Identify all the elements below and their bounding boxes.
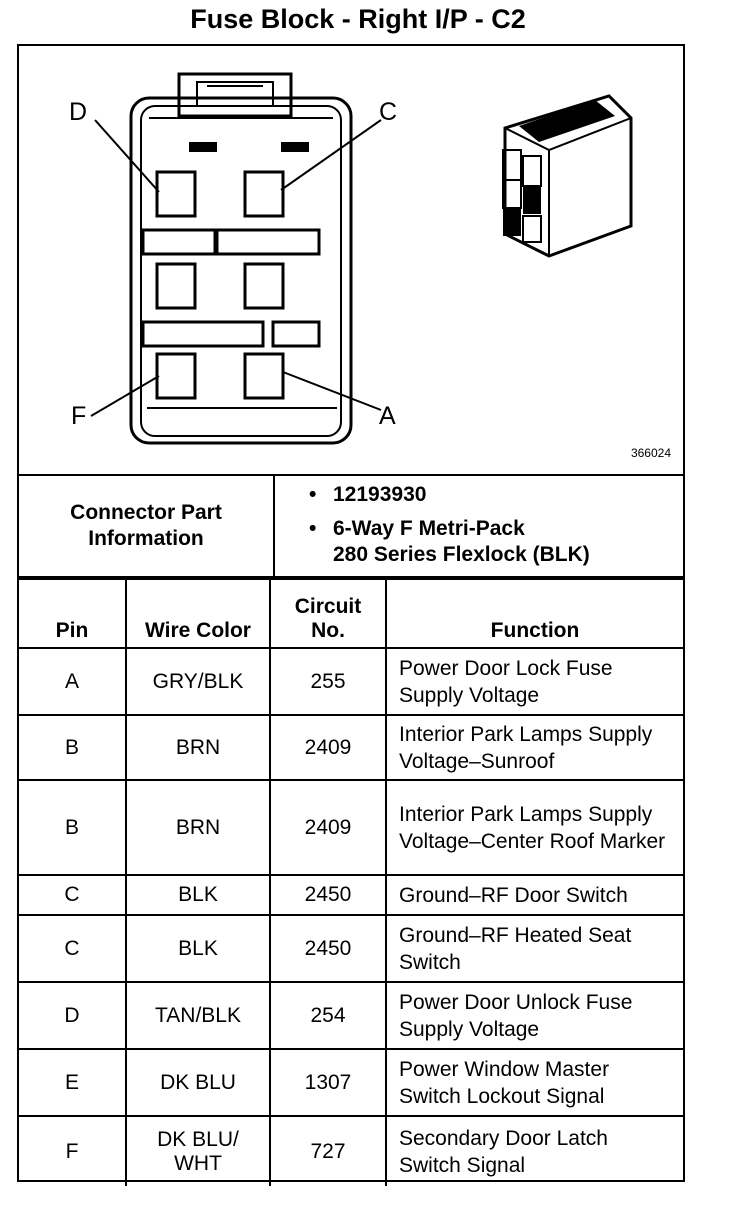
cell-wire-color: TAN/BLK bbox=[125, 981, 271, 1050]
cell-function: Interior Park Lamps Supply Voltage–Sunro… bbox=[385, 714, 683, 781]
cell-circuit: 254 bbox=[269, 981, 387, 1050]
table-row: F DK BLU/ WHT 727 Secondary Door Latch S… bbox=[19, 1115, 683, 1186]
header-function: Function bbox=[385, 578, 683, 649]
cell-circuit: 1307 bbox=[269, 1048, 387, 1117]
info-label: Connector Part Information bbox=[19, 476, 275, 576]
cell-function: Secondary Door Latch Switch Signal bbox=[385, 1115, 683, 1186]
page-title: Fuse Block - Right I/P - C2 bbox=[190, 4, 526, 34]
connector-face-drawing bbox=[90, 72, 633, 445]
cell-pin: B bbox=[19, 714, 127, 781]
cell-function: Power Door Lock Fuse Supply Voltage bbox=[385, 647, 683, 716]
table-row: B BRN 2409 Interior Park Lamps Supply Vo… bbox=[19, 779, 683, 876]
cell-pin: E bbox=[19, 1048, 127, 1117]
cell-wire-color: GRY/BLK bbox=[125, 647, 271, 716]
cell-pin: B bbox=[19, 779, 127, 876]
info-item: • 6-Way F Metri-Pack 280 Series Flexlock… bbox=[309, 516, 590, 568]
cell-wire-color: BRN bbox=[125, 779, 271, 876]
table-row: C BLK 2450 Ground–RF Door Switch bbox=[19, 874, 683, 916]
cell-pin: F bbox=[19, 1115, 127, 1186]
cell-function: Power Door Unlock Fuse Supply Voltage bbox=[385, 981, 683, 1050]
connector-sheet: D C F A 366024 Connector Part Informatio… bbox=[17, 44, 685, 1186]
header-pin: Pin bbox=[19, 578, 127, 649]
pin-label-d: D bbox=[69, 98, 88, 126]
connector-diagram: D C F A 366024 bbox=[19, 46, 683, 476]
table-row: C BLK 2450 Ground–RF Heated Seat Switch bbox=[19, 914, 683, 983]
info-values: • 12193930 • 6-Way F Metri-Pack 280 Seri… bbox=[309, 482, 590, 576]
table-row: E DK BLU 1307 Power Window Master Switch… bbox=[19, 1048, 683, 1117]
bullet-icon: • bbox=[309, 483, 317, 506]
pin-table: Pin Wire Color Circuit No. Function A GR… bbox=[19, 578, 683, 1186]
info-part-number: 12193930 bbox=[333, 483, 427, 506]
cell-pin: D bbox=[19, 981, 127, 1050]
bullet-icon: • bbox=[309, 517, 317, 540]
pin-label-c: C bbox=[379, 98, 398, 126]
cell-circuit: 727 bbox=[269, 1115, 387, 1186]
cell-circuit: 2450 bbox=[269, 914, 387, 983]
pin-label-a: A bbox=[379, 402, 396, 430]
cell-circuit: 2450 bbox=[269, 874, 387, 916]
table-row: B BRN 2409 Interior Park Lamps Supply Vo… bbox=[19, 714, 683, 781]
cell-wire-color: DK BLU bbox=[125, 1048, 271, 1117]
pin-label-f: F bbox=[71, 402, 87, 430]
cell-wire-color: BRN bbox=[125, 714, 271, 781]
cell-circuit: 2409 bbox=[269, 714, 387, 781]
cell-function: Interior Park Lamps Supply Voltage–Cente… bbox=[385, 779, 683, 876]
cell-pin: C bbox=[19, 874, 127, 916]
cell-wire-color: BLK bbox=[125, 874, 271, 916]
header-circuit-no: Circuit No. bbox=[269, 578, 387, 649]
diagram-part-number: 366024 bbox=[630, 446, 671, 460]
cell-circuit: 2409 bbox=[269, 779, 387, 876]
table-row: A GRY/BLK 255 Power Door Lock Fuse Suppl… bbox=[19, 647, 683, 716]
cell-wire-color: DK BLU/ WHT bbox=[125, 1115, 271, 1186]
info-item: • 12193930 bbox=[309, 482, 590, 508]
info-connector-type: 6-Way F Metri-Pack 280 Series Flexlock (… bbox=[333, 517, 590, 566]
cell-function: Ground–RF Heated Seat Switch bbox=[385, 914, 683, 983]
table-header-row: Pin Wire Color Circuit No. Function bbox=[19, 578, 683, 649]
cell-pin: A bbox=[19, 647, 127, 716]
cell-wire-color: BLK bbox=[125, 914, 271, 983]
cell-function: Ground–RF Door Switch bbox=[385, 874, 683, 916]
header-wire-color: Wire Color bbox=[125, 578, 271, 649]
cell-circuit: 255 bbox=[269, 647, 387, 716]
table-row: D TAN/BLK 254 Power Door Unlock Fuse Sup… bbox=[19, 981, 683, 1050]
cell-function: Power Window Master Switch Lockout Signa… bbox=[385, 1048, 683, 1117]
cell-pin: C bbox=[19, 914, 127, 983]
connector-part-info: Connector Part Information • 12193930 • … bbox=[19, 476, 683, 578]
